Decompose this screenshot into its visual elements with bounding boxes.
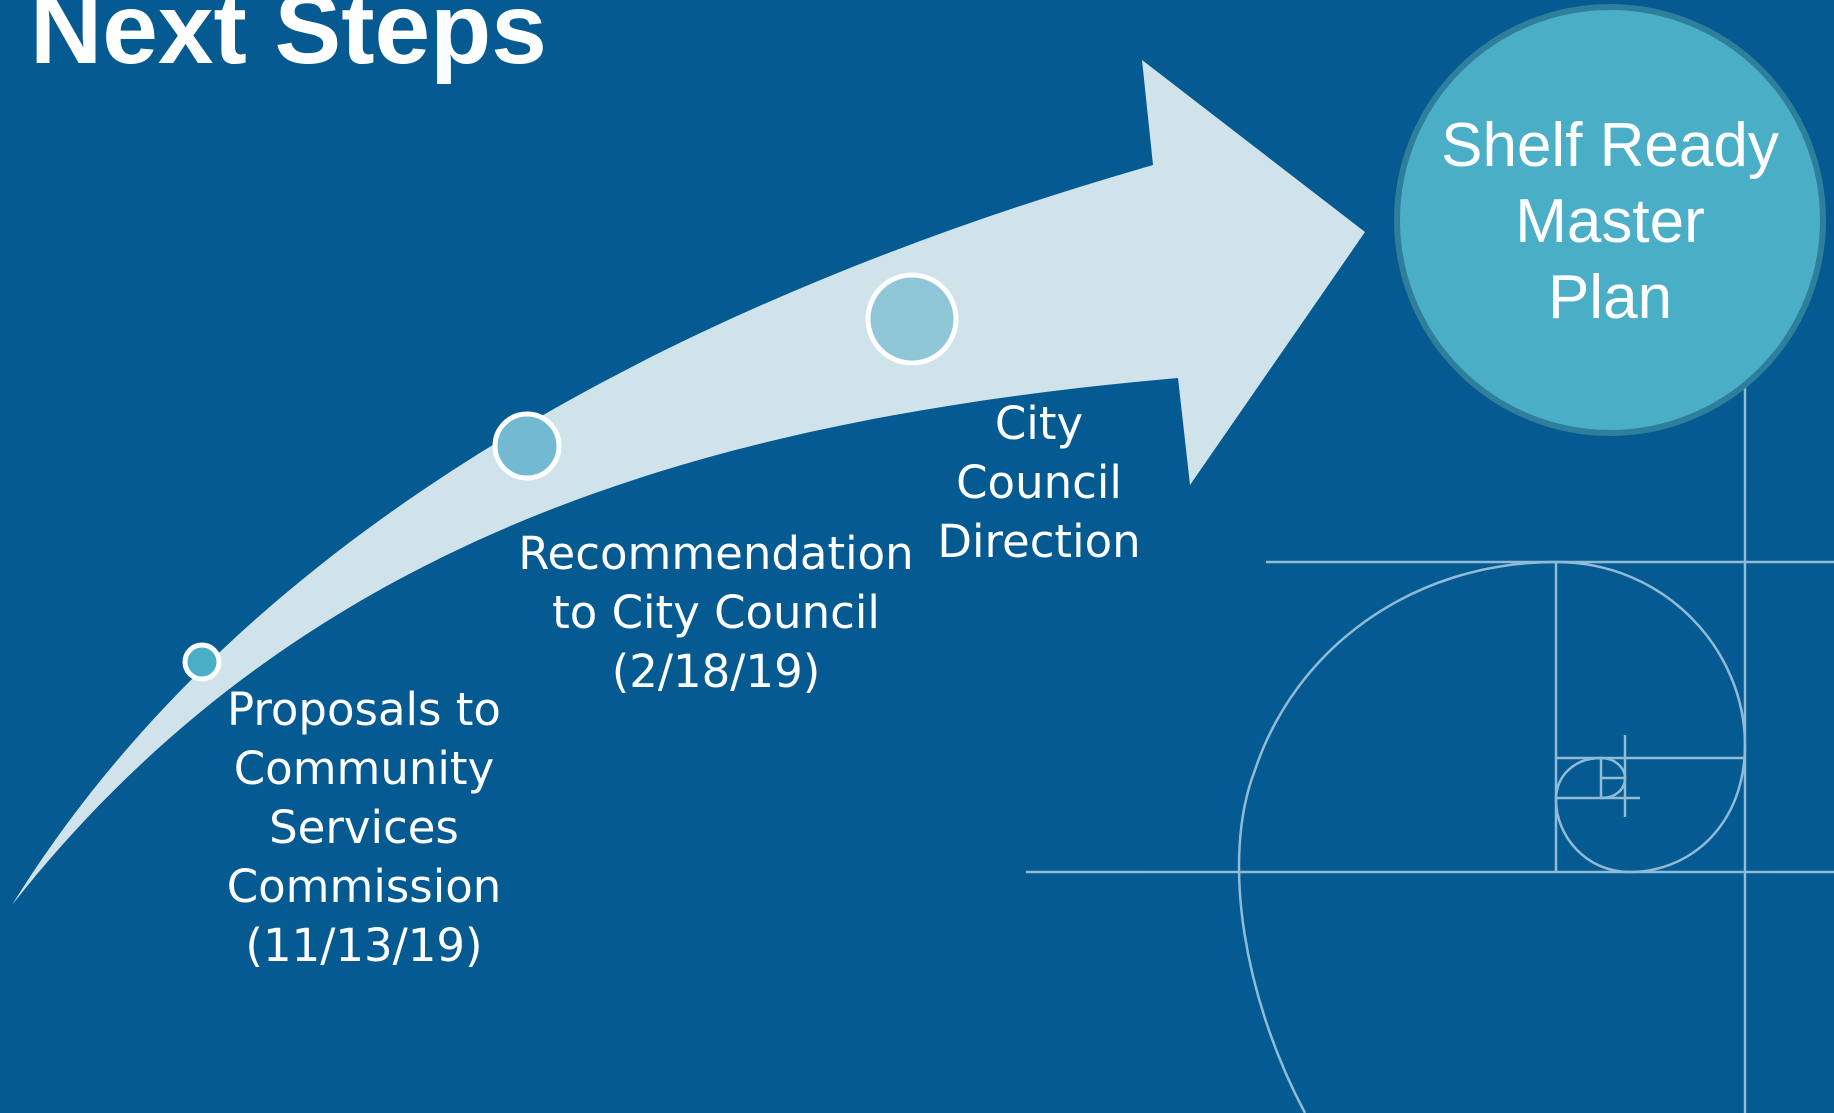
step-label-line: Commission <box>226 860 502 913</box>
step-dot-1 <box>182 642 222 682</box>
step-label-line: Recommendation <box>518 527 914 580</box>
step-label-line: (2/18/19) <box>611 645 821 698</box>
step-label-line: City <box>994 397 1084 450</box>
step-label-line: Services <box>269 801 459 854</box>
step-label-proposals: Proposals to Community Services Commissi… <box>214 680 514 975</box>
spiral-curve <box>1237 560 1747 1113</box>
goal-label-line: Master <box>1515 187 1705 256</box>
goal-circle <box>1394 4 1826 436</box>
slide-title: Next Steps <box>30 0 547 85</box>
step-label-line: to City Council <box>552 586 880 639</box>
goal-label-line: Shelf Ready <box>1441 111 1779 180</box>
goal-label: Shelf Ready Master Plan <box>1400 108 1820 336</box>
progress-arrow <box>12 60 1365 905</box>
step-label-city-council-direction: City Council Direction <box>919 394 1159 571</box>
step-label-line: (11/13/19) <box>245 919 483 972</box>
step-label-line: Proposals to <box>227 683 501 736</box>
goal-label-line: Plan <box>1547 263 1673 332</box>
golden-spiral-icon <box>1026 380 1834 1113</box>
step-label-recommendation: Recommendation to City Council (2/18/19) <box>510 524 922 701</box>
step-label-line: Council <box>956 456 1122 509</box>
step-dot-2 <box>492 411 562 481</box>
step-dot-3 <box>865 272 959 366</box>
step-label-line: Community <box>233 742 495 795</box>
step-label-line: Direction <box>937 515 1141 568</box>
